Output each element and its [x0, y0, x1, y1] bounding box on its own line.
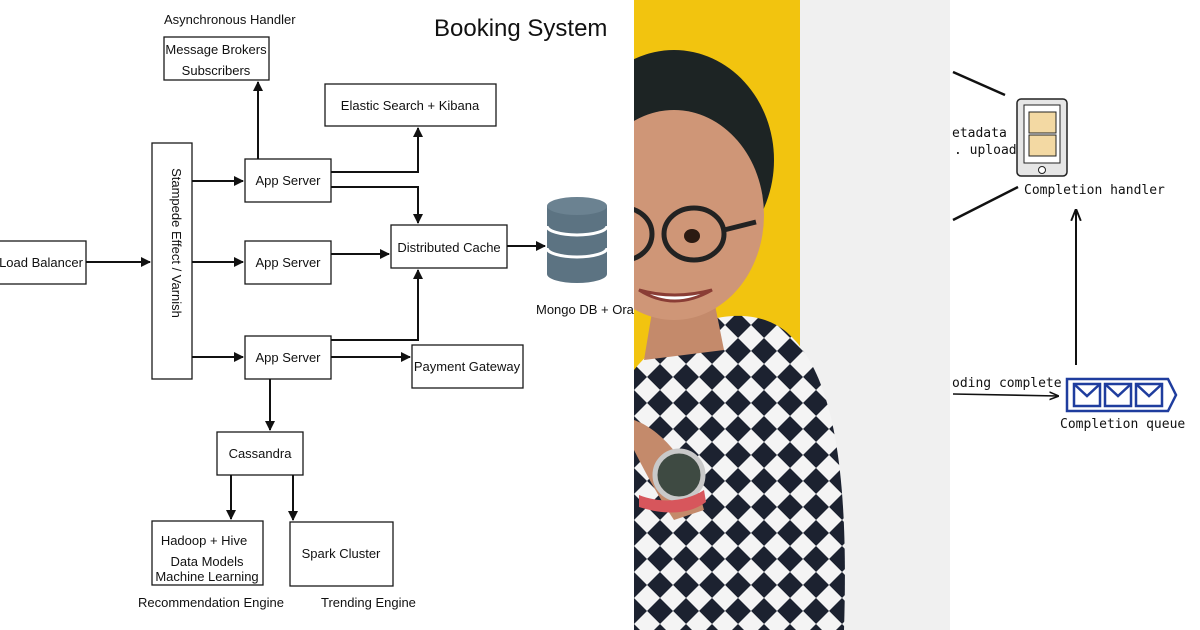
- app-server-3-label: App Server: [255, 350, 321, 365]
- app-server-1-node: App Server: [244, 158, 332, 203]
- spark-cluster-label: Spark Cluster: [302, 546, 381, 561]
- message-brokers-line1: Message Brokers: [165, 42, 267, 57]
- app-server-1-label: App Server: [255, 173, 321, 188]
- spark-cluster-node: Spark Cluster: [289, 521, 394, 587]
- trending-engine-label: Trending Engine: [321, 595, 416, 610]
- portrait-image: [634, 0, 950, 630]
- arrow-app1-to-cache: [331, 186, 423, 224]
- sketch-line-mid: [952, 185, 1019, 222]
- sketch-metadata-line1: etadata: [952, 126, 1007, 141]
- hadoop-hive-node: Hadoop + Hive Data Models Machine Learni…: [151, 520, 264, 586]
- cassandra-node: Cassandra: [216, 431, 304, 476]
- smile: [638, 288, 713, 303]
- completion-handler-label: Completion handler: [1024, 183, 1165, 198]
- patterned-dress: [634, 315, 845, 630]
- app-server-3-node: App Server: [244, 335, 332, 380]
- database-label: Mongo DB + Orac: [536, 302, 634, 317]
- database-icon: [545, 197, 609, 283]
- arrow-app1-to-elastic: [331, 127, 423, 173]
- booking-system-diagram: Booking System Asynchronous Handler Mess…: [0, 12, 634, 610]
- arrow-to-queue: [952, 394, 1058, 396]
- distributed-cache-label: Distributed Cache: [397, 240, 500, 255]
- elastic-search-node: Elastic Search + Kibana: [324, 83, 497, 127]
- async-handler-label: Asynchronous Handler: [164, 12, 296, 27]
- sketch-canvas: etadata . upload Completion handler odin…: [952, 70, 1185, 432]
- load-balancer-node: Load Balancer: [0, 240, 87, 285]
- encoding-complete-label: oding complete: [952, 376, 1062, 391]
- completion-queue-label: Completion queue: [1060, 417, 1185, 432]
- stampede-varnish-label: Stampede Effect / Varnish: [169, 168, 184, 318]
- diagram-title: Booking System: [434, 15, 607, 42]
- cassandra-label: Cassandra: [229, 446, 293, 461]
- hadoop-line1: Hadoop + Hive: [161, 533, 247, 548]
- message-brokers-node: Message Brokers Subscribers: [163, 36, 270, 81]
- completion-queue-icon: [1065, 377, 1178, 413]
- load-balancer-label: Load Balancer: [0, 255, 84, 270]
- payment-gateway-label: Payment Gateway: [414, 359, 521, 374]
- distributed-cache-node: Distributed Cache: [390, 224, 508, 269]
- portrait-panel: [634, 0, 950, 630]
- stampede-varnish-node: Stampede Effect / Varnish: [151, 142, 193, 380]
- hadoop-line3: Machine Learning: [155, 569, 258, 584]
- hadoop-line2: Data Models: [171, 554, 244, 569]
- arrow-app3-to-cache: [331, 269, 423, 341]
- message-brokers-line2: Subscribers: [182, 63, 251, 78]
- sketch-diagram: etadata . upload Completion handler odin…: [950, 0, 1200, 630]
- face: [634, 110, 764, 320]
- connectors: [86, 81, 546, 521]
- sketch-metadata-line2: . upload: [954, 143, 1017, 158]
- watch-icon: [652, 448, 706, 502]
- sketch-line-top: [952, 70, 1006, 97]
- payment-gateway-node: Payment Gateway: [411, 344, 524, 389]
- glasses: [661, 205, 727, 263]
- elastic-search-label: Elastic Search + Kibana: [341, 98, 480, 113]
- tablet-icon: [1016, 98, 1068, 177]
- diagram-canvas: Booking System Asynchronous Handler Mess…: [0, 12, 634, 610]
- app-server-2-node: App Server: [244, 240, 332, 285]
- app-server-2-label: App Server: [255, 255, 321, 270]
- recommendation-engine-label: Recommendation Engine: [138, 595, 284, 610]
